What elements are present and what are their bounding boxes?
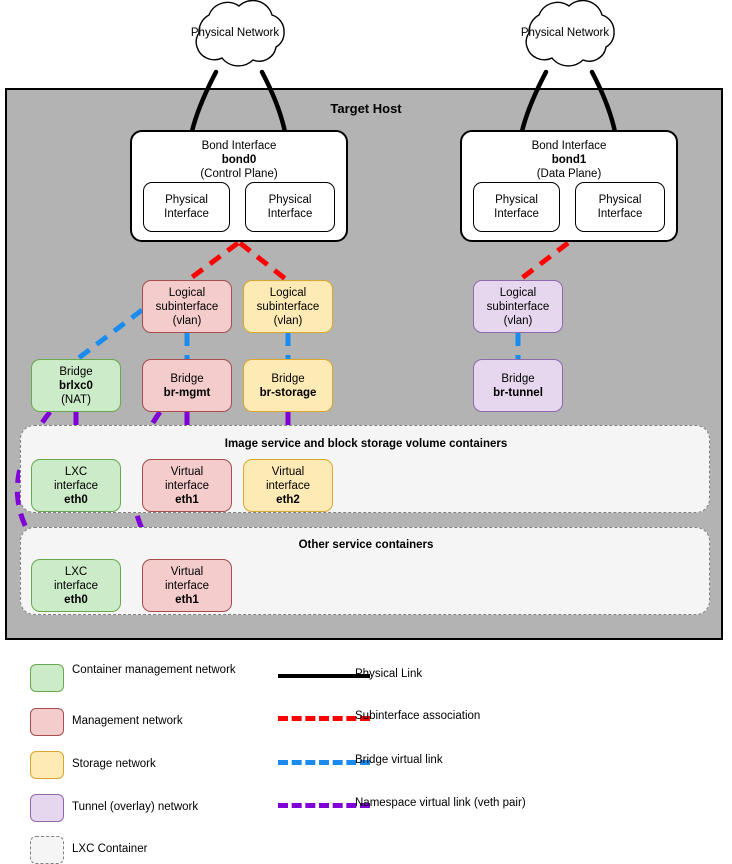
- cloud-right-shape: [525, 0, 615, 67]
- legend-label-management-network: Management network: [72, 715, 183, 727]
- legend-label-namespace-virtual-link: Namespace virtual link (veth pair): [355, 797, 526, 809]
- virtual-interface-eth1-image[interactable]: Virtual interface eth1: [142, 459, 232, 512]
- virtual-interface-eth2-image[interactable]: Virtual interface eth2: [243, 459, 333, 512]
- physical-interface-bond1-0[interactable]: Physical Interface: [473, 182, 560, 232]
- legend-label-bridge-virtual-link: Bridge virtual link: [355, 754, 443, 766]
- logical-subinterface-tunnel[interactable]: Logical subinterface (vlan): [473, 280, 563, 333]
- target-host-label: Target Host: [330, 101, 402, 116]
- legend-label-subinterface-association: Subinterface association: [355, 710, 481, 722]
- logical-subinterface-storage[interactable]: Logical subinterface (vlan): [243, 280, 333, 333]
- container-image-block-storage: [20, 425, 710, 513]
- container-other-services: [20, 527, 710, 615]
- legend-swatch-storage-network: [30, 751, 64, 779]
- physical-interface-bond0-0[interactable]: Physical Interface: [143, 182, 230, 232]
- legend-swatch-tunnel-overlay-network: [30, 794, 64, 822]
- legend-line-subinterface-association: [278, 716, 370, 721]
- legend-label-lxc-container: LXC Container: [72, 843, 148, 855]
- legend-line-bridge-virtual-link: [278, 760, 370, 765]
- bridge-br-storage[interactable]: Bridge br-storage: [243, 359, 333, 412]
- legend-swatch-lxc-container: [30, 836, 64, 864]
- legend-swatch-management-network: [30, 708, 64, 736]
- bridge-br-tunnel[interactable]: Bridge br-tunnel: [473, 359, 563, 412]
- lxc-interface-eth0-other[interactable]: LXC interface eth0: [31, 559, 121, 612]
- logical-subinterface-mgmt[interactable]: Logical subinterface (vlan): [142, 280, 232, 333]
- bridge-virtual-link-group: [74, 308, 521, 362]
- container-other-services-title: Other service containers: [298, 539, 434, 551]
- physical-interface-bond0-1[interactable]: Physical Interface: [245, 182, 335, 232]
- physical-interface-bond1-1[interactable]: Physical Interface: [575, 182, 665, 232]
- virtual-interface-eth1-other[interactable]: Virtual interface eth1: [142, 559, 232, 612]
- legend-label-physical-link: Physical Link: [355, 668, 423, 680]
- subinterface-association-group: [185, 240, 570, 284]
- legend-label-storage-network: Storage network: [72, 758, 156, 770]
- container-image-block-storage-title: Image service and block storage volume c…: [224, 438, 508, 450]
- bridge-br-mgmt[interactable]: Bridge br-mgmt: [142, 359, 232, 412]
- legend-line-physical-link: [278, 674, 370, 678]
- legend-swatch-container-management-network: [30, 664, 64, 692]
- lxc-interface-eth0-image[interactable]: LXC interface eth0: [31, 459, 121, 512]
- cloud-right-label: Physical Network: [520, 27, 610, 39]
- cloud-left-shape: [195, 0, 285, 67]
- legend-label-container-management-network: Container management network: [72, 664, 236, 676]
- bridge-brlxc0[interactable]: Bridge brlxc0 (NAT): [31, 359, 121, 412]
- legend-label-tunnel-overlay-network: Tunnel (overlay) network: [72, 801, 199, 813]
- legend: Container management network Management …: [0, 650, 732, 864]
- legend-line-namespace-virtual-link: [278, 803, 370, 808]
- cloud-left-label: Physical Network: [190, 27, 280, 39]
